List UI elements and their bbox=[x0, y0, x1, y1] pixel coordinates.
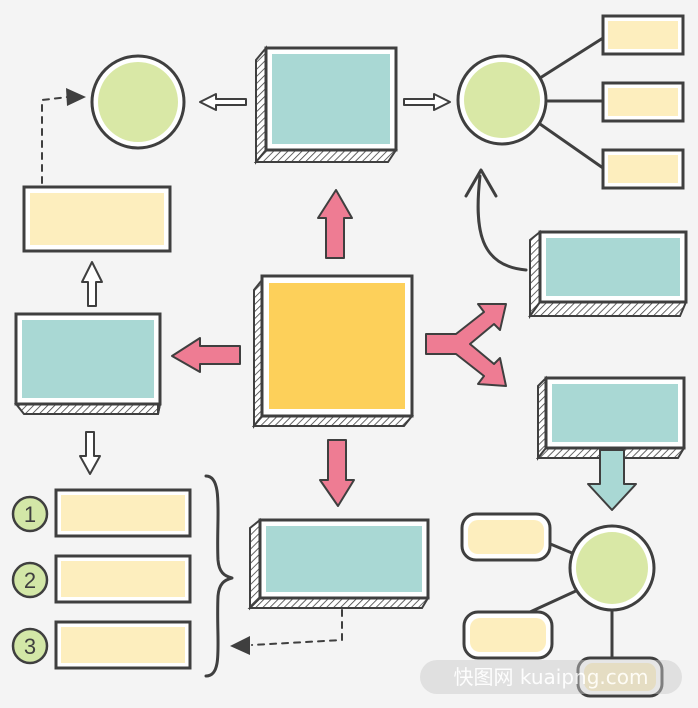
connector-line bbox=[546, 541, 574, 555]
pink-left-arrow-icon bbox=[171, 337, 241, 373]
curly-brace-icon bbox=[204, 474, 234, 678]
left-teal-box bbox=[13, 312, 162, 415]
bottom-center-box bbox=[247, 517, 430, 611]
teal-down-arrow-icon bbox=[587, 449, 637, 511]
number-badge bbox=[11, 627, 49, 665]
dashed-connector bbox=[251, 609, 343, 646]
circle-fill bbox=[464, 62, 540, 138]
dashed-connector bbox=[41, 96, 69, 184]
pink-arrows bbox=[171, 189, 507, 507]
pink-down-arrow-icon bbox=[319, 439, 355, 507]
top-right-small-boxes bbox=[601, 14, 685, 190]
list-item: 2 bbox=[11, 554, 192, 604]
top-center-box bbox=[253, 45, 398, 165]
list-number: 3 bbox=[24, 634, 36, 659]
connector-line bbox=[528, 588, 580, 614]
down-outline-arrow-icon bbox=[79, 431, 101, 475]
right-teal-callout-box bbox=[535, 375, 686, 511]
watermark: 快图网 kuaipng.com bbox=[420, 660, 682, 694]
watermark-text: 快图网 kuaipng.com bbox=[454, 665, 649, 689]
central-box bbox=[251, 274, 415, 429]
right-teal-box bbox=[528, 229, 688, 320]
list-item: 3 bbox=[11, 620, 192, 670]
arrowhead-icon bbox=[230, 636, 250, 655]
numbered-list: 1 2 3 bbox=[11, 488, 192, 670]
arrowhead-icon bbox=[464, 168, 498, 198]
arrowhead-icon bbox=[66, 88, 86, 106]
pink-up-arrow-icon bbox=[317, 189, 353, 259]
up-outline-arrow-icon bbox=[81, 261, 103, 307]
connectors bbox=[41, 36, 614, 662]
left-outline-arrow-icon bbox=[199, 93, 247, 111]
connector-line bbox=[538, 36, 605, 80]
list-number: 2 bbox=[24, 568, 36, 593]
circle-fill bbox=[98, 62, 178, 142]
number-badge bbox=[11, 561, 49, 599]
connector-line bbox=[538, 122, 605, 170]
watermark-pill bbox=[420, 660, 682, 694]
curved-connector bbox=[476, 174, 528, 272]
pink-fork-arrow-icon bbox=[425, 303, 507, 387]
list-number: 1 bbox=[24, 502, 36, 527]
number-badge bbox=[11, 495, 49, 533]
right-outline-arrow-icon bbox=[403, 93, 451, 111]
list-item: 1 bbox=[11, 488, 192, 538]
